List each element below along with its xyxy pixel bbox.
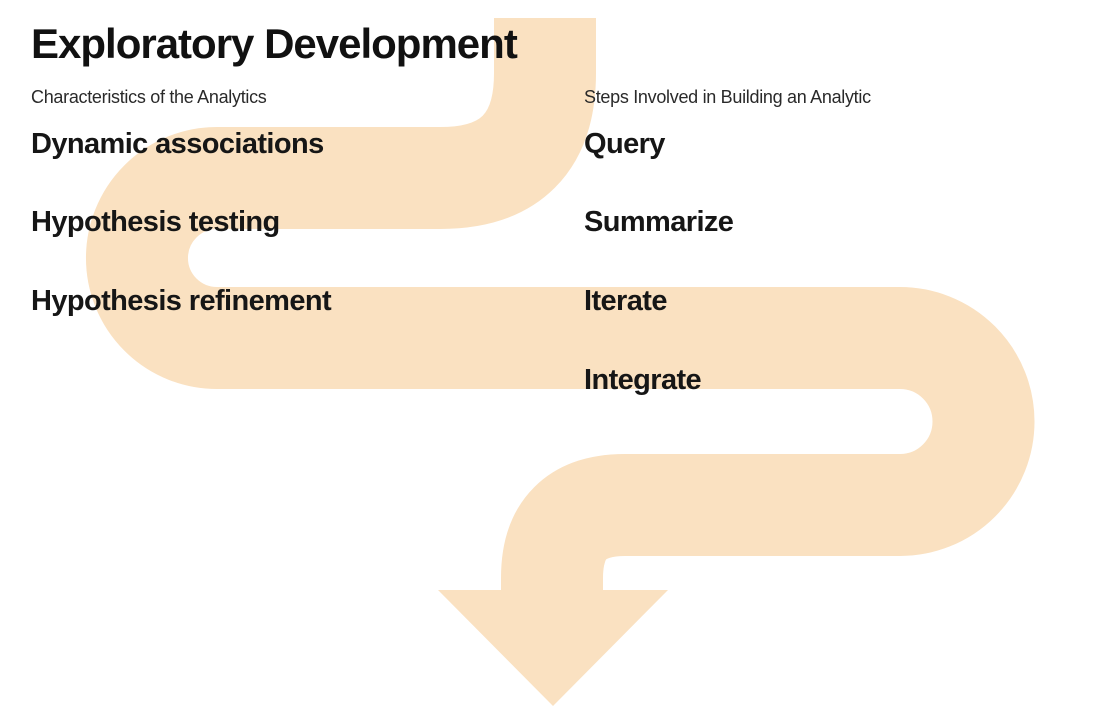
left-item-dynamic-associations: Dynamic associations [31, 128, 324, 160]
right-column-header: Steps Involved in Building an Analytic [584, 87, 871, 107]
left-column-header: Characteristics of the Analytics [31, 87, 267, 107]
right-item-query: Query [584, 128, 665, 160]
right-item-summarize: Summarize [584, 206, 734, 238]
snake-arrow-body [86, 18, 1035, 629]
left-item-hypothesis-testing: Hypothesis testing [31, 206, 280, 238]
right-item-iterate: Iterate [584, 285, 667, 317]
left-item-hypothesis-refinement: Hypothesis refinement [31, 285, 332, 317]
arrowhead-icon [438, 590, 668, 706]
page-title: Exploratory Development [31, 20, 518, 67]
right-item-integrate: Integrate [584, 364, 702, 396]
